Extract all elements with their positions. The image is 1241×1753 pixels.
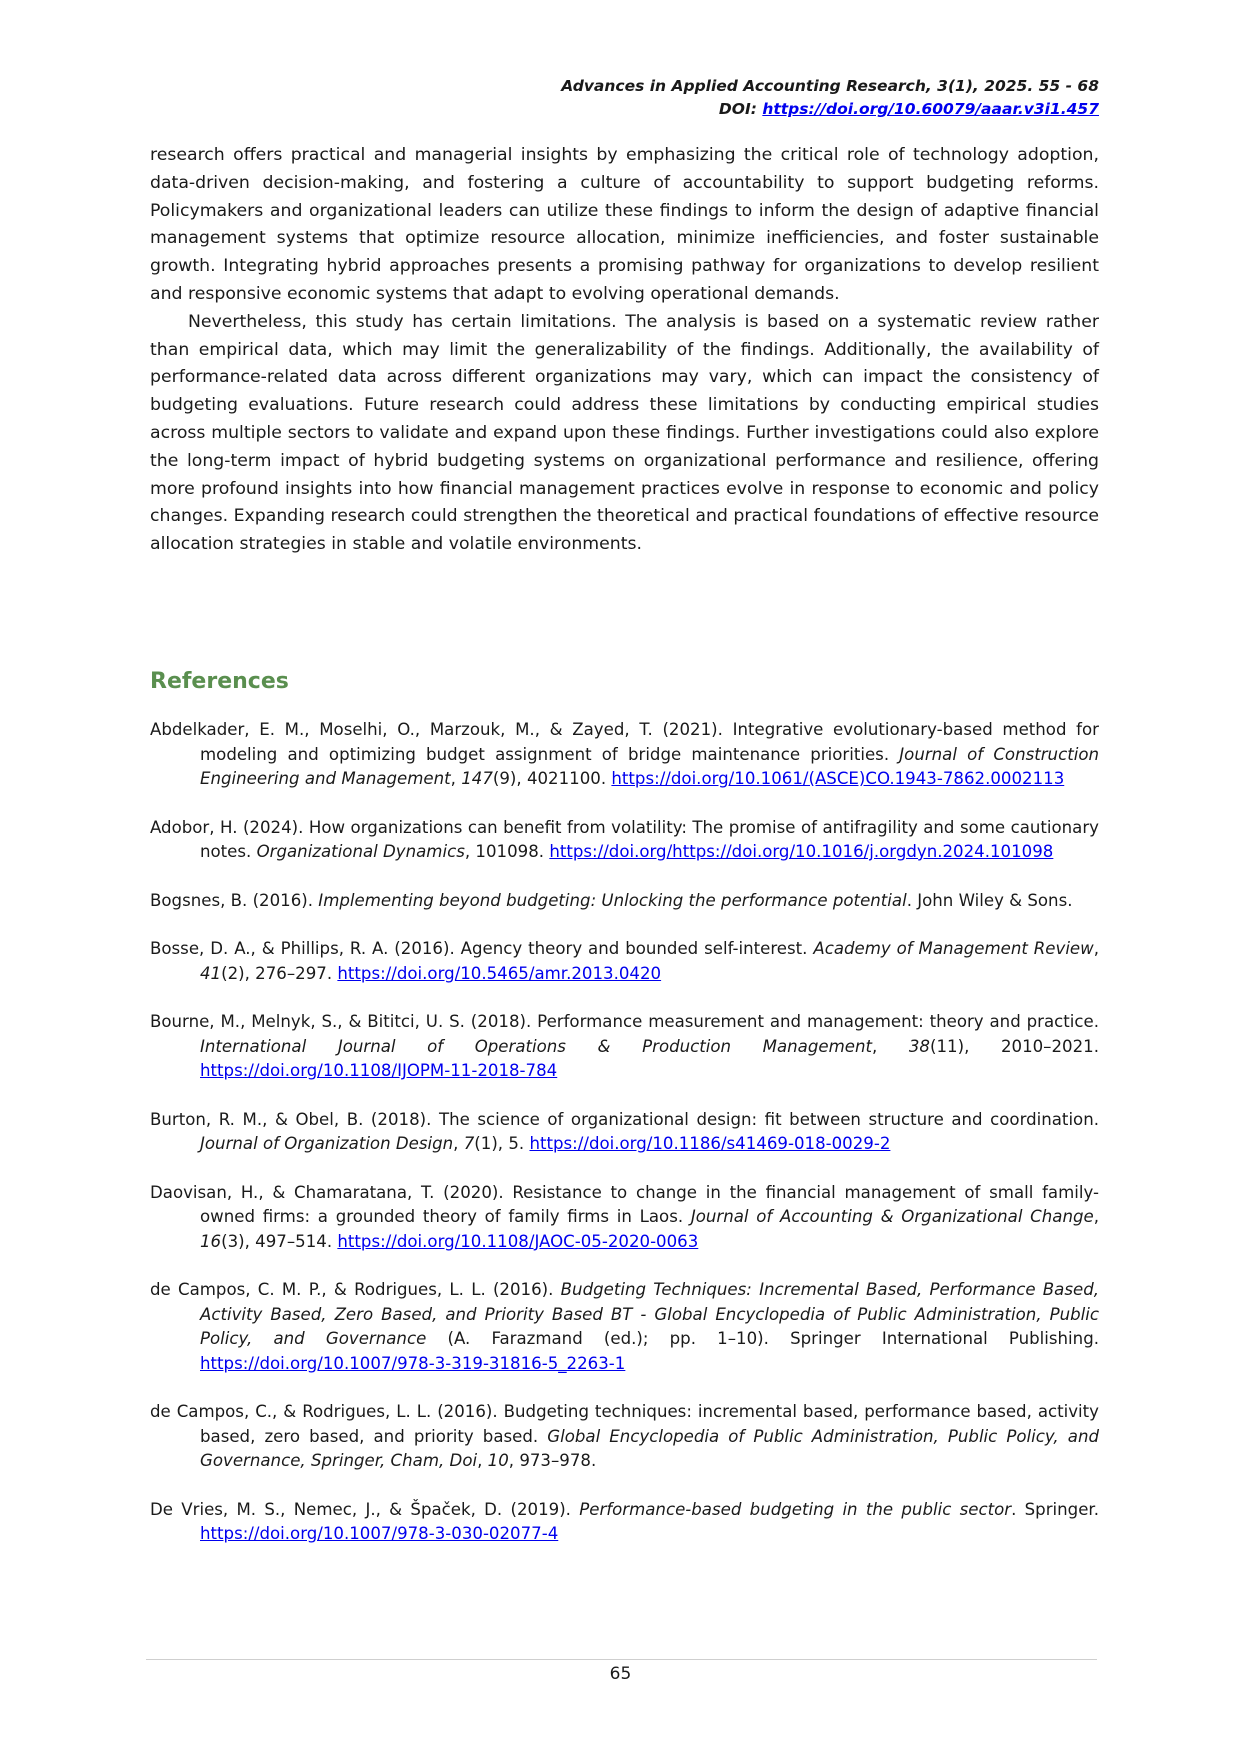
- reference-doi-link[interactable]: https://doi.org/10.1007/978-3-319-31816-…: [200, 1353, 626, 1373]
- reference-entry: De Vries, M. S., Nemec, J., & Špaček, D.…: [150, 1498, 1099, 1547]
- reference-text: de Campos, C., & Rodrigues, L. L. (2016)…: [150, 1402, 1099, 1446]
- reference-doi-link[interactable]: https://doi.org/10.1108/JAOC-05-2020-006…: [337, 1231, 699, 1251]
- running-header: Advances in Applied Accounting Research,…: [561, 75, 1099, 121]
- reference-text: Adobor, H. (2024). How organizations can…: [150, 817, 1099, 862]
- paragraph: research offers practical and managerial…: [150, 145, 1099, 304]
- reference-text: Bosse, D. A., & Phillips, R. A. (2016). …: [150, 939, 814, 958]
- reference-text: ,: [871, 1036, 909, 1056]
- reference-volume: 147: [461, 769, 493, 788]
- reference-text: Bogsnes, B. (2016).: [150, 890, 319, 910]
- reference-text: (1), 5.: [474, 1134, 530, 1153]
- reference-entry: Burton, R. M., & Obel, B. (2018). The sc…: [150, 1108, 1099, 1157]
- paragraph: Nevertheless, this study has certain lim…: [150, 311, 1099, 555]
- reference-entry: Bogsnes, B. (2016). Implementing beyond …: [150, 889, 1099, 914]
- reference-text: ,: [1093, 1207, 1099, 1226]
- doi-line: DOI: https://doi.org/10.60079/aaar.v3i1.…: [561, 98, 1099, 121]
- reference-text: (9), 4021100.: [492, 769, 612, 788]
- reference-text: Bourne, M., Melnyk, S., & Bititci, U. S.…: [150, 1012, 1099, 1031]
- reference-doi-link[interactable]: https://doi.org/https://doi.org/10.1016/…: [549, 842, 1054, 861]
- reference-text: (A. Farazmand (ed.); pp. 1–10). Springer…: [426, 1329, 1099, 1348]
- reference-doi-link[interactable]: https://doi.org/10.1007/978-3-030-02077-…: [200, 1524, 559, 1543]
- doi-label: DOI:: [718, 100, 757, 118]
- reference-text: Daovisan, H., & Chamaratana, T. (2020). …: [150, 1182, 1099, 1227]
- reference-doi-link[interactable]: https://doi.org/10.1186/s41469-018-0029-…: [529, 1134, 891, 1153]
- reference-volume: 41: [200, 963, 222, 983]
- reference-source-title: Journal of Construction Engineering and …: [200, 744, 1099, 789]
- reference-entry: de Campos, C., & Rodrigues, L. L. (2016)…: [150, 1400, 1099, 1474]
- reference-volume: 38: [908, 1036, 930, 1056]
- reference-doi-link[interactable]: https://doi.org/10.1108/IJOPM-11-2018-78…: [200, 1061, 558, 1080]
- reference-text: (11), 2010–2021.: [930, 1036, 1099, 1056]
- reference-text: De Vries, M. S., Nemec, J., & Špaček, D.…: [150, 1499, 580, 1519]
- reference-source-title: Performance-based budgeting in the publi…: [579, 1499, 1012, 1519]
- reference-text: 101098.: [475, 842, 550, 861]
- reference-entry: Abdelkader, E. M., Moselhi, O., Marzouk,…: [150, 718, 1099, 792]
- reference-text: (2), 276–297.: [221, 963, 338, 983]
- reference-source-title: Journal of Organization Design: [200, 1134, 454, 1153]
- reference-source-title: International Journal of Operations & Pr…: [200, 1036, 872, 1056]
- reference-list: Abdelkader, E. M., Moselhi, O., Marzouk,…: [150, 718, 1099, 1571]
- reference-entry: Bosse, D. A., & Phillips, R. A. (2016). …: [150, 937, 1099, 986]
- reference-entry: Daovisan, H., & Chamaratana, T. (2020). …: [150, 1181, 1099, 1255]
- page-number: 65: [609, 1664, 632, 1684]
- reference-text: de Campos, C. M. P., & Rodrigues, L. L. …: [150, 1280, 561, 1299]
- reference-source-title: Implementing beyond budgeting: Unlocking…: [318, 890, 907, 910]
- reference-text: ,: [464, 842, 476, 861]
- reference-text: ,: [450, 769, 462, 788]
- reference-source-title: Budgeting Techniques: Incremental Based,…: [200, 1280, 1100, 1348]
- reference-source-title: Global Encyclopedia of Public Administra…: [200, 1426, 1099, 1471]
- reference-text: , 973–978.: [508, 1451, 597, 1470]
- reference-entry: de Campos, C. M. P., & Rodrigues, L. L. …: [150, 1278, 1099, 1376]
- reference-entry: Bourne, M., Melnyk, S., & Bititci, U. S.…: [150, 1010, 1099, 1084]
- reference-text: ,: [453, 1134, 464, 1153]
- footer-divider: [146, 1659, 1097, 1660]
- reference-text: (3), 497–514.: [221, 1231, 338, 1251]
- reference-volume: 16: [200, 1231, 222, 1251]
- references-heading: References: [150, 669, 289, 694]
- reference-volume: 7: [463, 1134, 475, 1153]
- reference-text: . John Wiley & Sons.: [906, 890, 1073, 910]
- reference-source-title: Journal of Accounting & Organizational C…: [690, 1207, 1094, 1226]
- reference-doi-link[interactable]: https://doi.org/10.5465/amr.2013.0420: [337, 963, 662, 983]
- body-text: research offers practical and managerial…: [150, 142, 1099, 559]
- doi-link[interactable]: https://doi.org/10.60079/aaar.v3i1.457: [762, 100, 1099, 118]
- reference-source-title: Organizational Dynamics: [256, 842, 465, 861]
- journal-citation: Advances in Applied Accounting Research,…: [561, 77, 1099, 95]
- reference-text: . Springer.: [1011, 1499, 1099, 1519]
- reference-entry: Adobor, H. (2024). How organizations can…: [150, 816, 1099, 865]
- reference-source-title: Academy of Management Review: [813, 939, 1094, 958]
- reference-volume: 10: [487, 1451, 509, 1470]
- reference-doi-link[interactable]: https://doi.org/10.1061/(ASCE)CO.1943-78…: [611, 769, 1065, 788]
- reference-text: ,: [1093, 939, 1099, 958]
- reference-text: Burton, R. M., & Obel, B. (2018). The sc…: [150, 1109, 1099, 1129]
- reference-text: Abdelkader, E. M., Moselhi, O., Marzouk,…: [150, 720, 1099, 764]
- reference-text: ,: [477, 1451, 488, 1470]
